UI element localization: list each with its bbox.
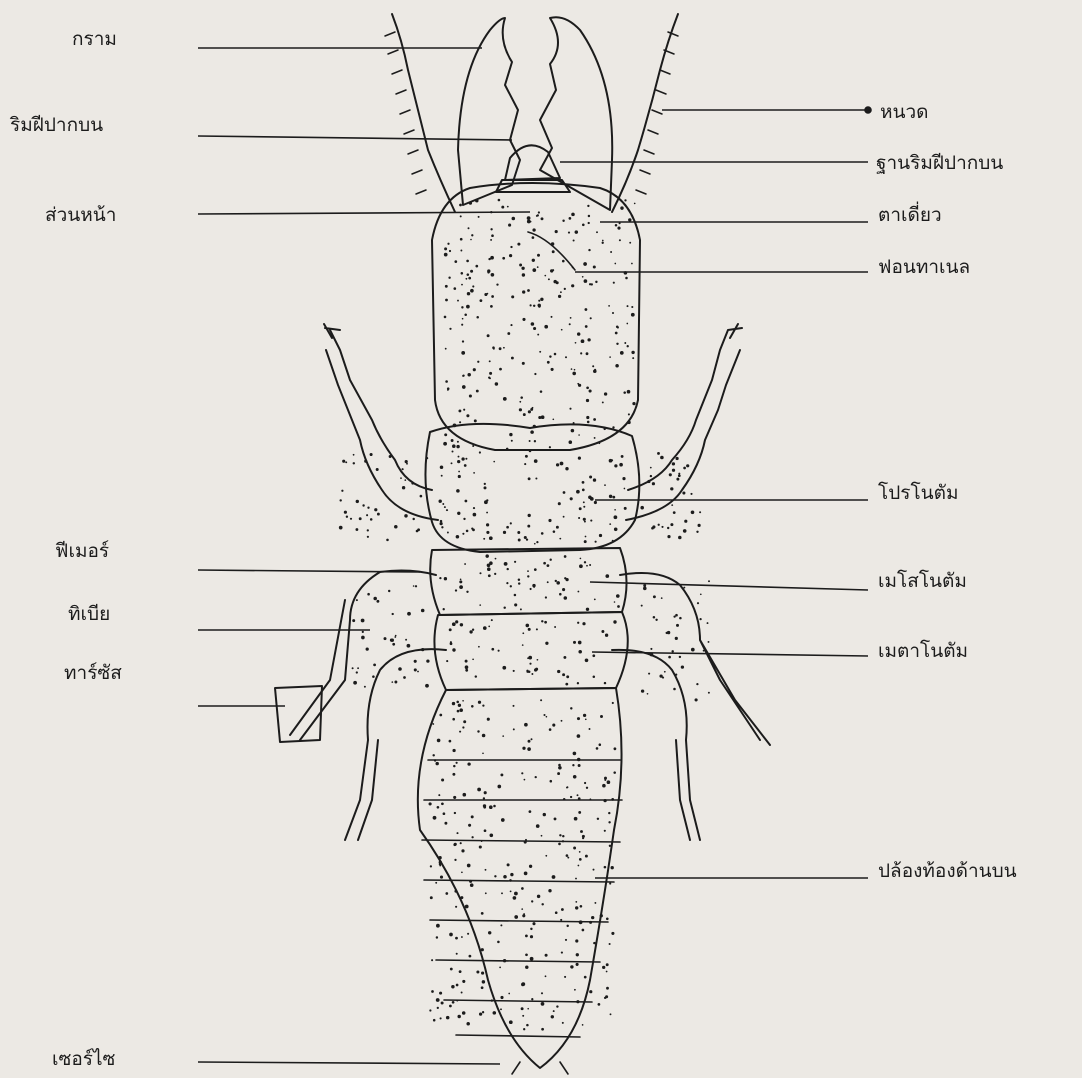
left-foreleg-outer: [326, 350, 438, 520]
right-foreleg: [628, 324, 742, 490]
right-foreleg-outer: [626, 350, 740, 520]
label-mandible: กราม: [72, 30, 117, 49]
left-foreleg: [324, 324, 432, 490]
fontanelle-line: [528, 232, 575, 270]
abdomen-segments: [422, 760, 622, 1037]
leader-lines: [198, 48, 871, 1064]
label-labrum: ริมฝีปากบน: [10, 116, 103, 135]
label-femur: ฟีเมอร์: [55, 542, 109, 561]
right-hindleg: [612, 650, 700, 840]
label-tergite: ปล้องท้องด้านบน: [878, 862, 1017, 881]
left-hindleg: [345, 649, 446, 840]
abdomen-outline: [418, 688, 622, 1068]
label-fontanelle: ฟอนทาเนล: [878, 258, 970, 277]
right-antenna: [612, 14, 678, 212]
label-head: ส่วนหน้า: [45, 206, 116, 225]
label-ocellus: ตาเดี่ยว: [878, 206, 942, 225]
right-mandible: [540, 17, 612, 210]
label-cercus: เซอร์ไซ: [52, 1050, 115, 1069]
pronotum: [425, 424, 639, 552]
label-antenna: หนวด: [880, 103, 929, 122]
right-antenna-beads: [636, 32, 678, 194]
antenna-pointer-dot: [865, 107, 871, 113]
leader-line-cercus: [198, 1062, 500, 1064]
label-clypeus: ฐานริมฝีปากบน: [876, 154, 1003, 173]
leader-line-labrum: [198, 136, 512, 140]
label-mesonotum: เมโสโนตัม: [878, 572, 967, 591]
label-pronotum: โปรโนตัม: [878, 484, 959, 503]
leader-line-mesonotum: [590, 582, 868, 590]
left-mandible: [458, 18, 520, 205]
right-midleg: [620, 573, 770, 745]
surface-stippling: [339, 199, 710, 1031]
label-tibia: ทิเบีย: [68, 605, 110, 624]
left-midleg: [290, 571, 436, 740]
left-tarsus-box: [275, 686, 322, 742]
metanotum: [434, 612, 627, 690]
label-metanotum: เมตาโนตัม: [878, 642, 968, 661]
leader-line-metanotum: [592, 652, 868, 656]
label-tarsus: ทาร์ซัส: [64, 664, 122, 683]
leader-line-head: [198, 212, 530, 214]
